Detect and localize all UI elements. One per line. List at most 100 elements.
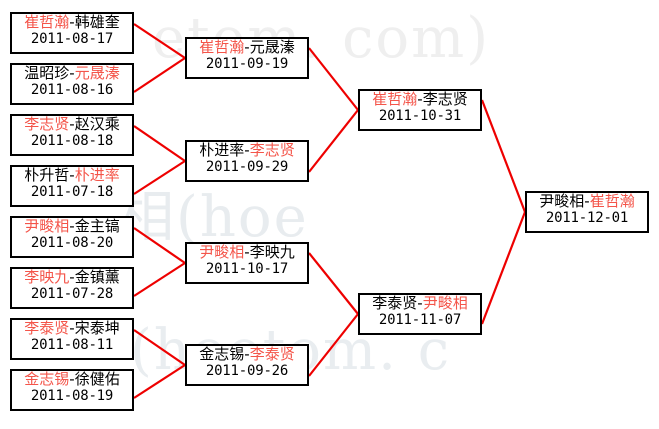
player-separator: - — [69, 370, 75, 388]
connector-line — [133, 262, 186, 297]
player-right: 赵汉乘 — [74, 115, 120, 133]
player-left: 尹畯相 — [24, 217, 70, 235]
player-right: 韩雄奎 — [74, 13, 120, 31]
match-date: 2011-08-19 — [30, 387, 114, 404]
player-right: 金镇薰 — [74, 268, 120, 286]
player-left: 尹畯相 — [199, 243, 245, 261]
player-separator: - — [244, 345, 250, 363]
player-left: 金志锡 — [199, 345, 245, 363]
player-separator: - — [69, 268, 75, 286]
player-left: 李映九 — [24, 268, 70, 286]
player-right: 金主镐 — [74, 217, 120, 235]
player-right: 尹畯相 — [422, 294, 468, 312]
connector-line — [133, 364, 186, 399]
player-right: 元晟溱 — [249, 38, 295, 56]
watermark-text-2: 相(hoe — [118, 185, 309, 250]
player-right: 朴进率 — [74, 166, 120, 184]
connector-line — [133, 23, 186, 59]
player-right: 李志贤 — [249, 141, 295, 159]
player-left: 崔哲瀚 — [372, 90, 418, 108]
player-separator: - — [69, 64, 75, 82]
match-players: 李志贤-赵汉乘 — [14, 115, 130, 133]
player-left: 李志贤 — [24, 115, 70, 133]
match-date: 2011-09-29 — [205, 158, 289, 175]
player-separator: - — [244, 243, 250, 261]
player-left: 崔哲瀚 — [24, 13, 70, 31]
match-date: 2011-08-11 — [30, 336, 114, 353]
connector-line — [133, 329, 186, 366]
connector-line — [308, 313, 359, 377]
match-date: 2011-10-31 — [378, 107, 462, 124]
player-separator: - — [584, 192, 590, 210]
connector-line — [308, 252, 359, 315]
match-players: 李泰贤-尹畯相 — [362, 294, 478, 312]
match-date: 2011-09-19 — [205, 55, 289, 72]
connector-line — [133, 227, 186, 264]
player-left: 尹畯相 — [539, 192, 585, 210]
match-date: 2011-08-18 — [30, 132, 114, 149]
connector-line — [308, 47, 359, 111]
player-left: 李泰贤 — [24, 319, 70, 337]
match-players: 朴进率-李志贤 — [189, 141, 305, 159]
player-separator: - — [69, 166, 75, 184]
match-date: 2011-10-17 — [205, 260, 289, 277]
match-date: 2011-07-18 — [30, 183, 114, 200]
player-separator: - — [69, 115, 75, 133]
player-right: 徐健佑 — [74, 370, 120, 388]
match-players: 崔哲瀚-韩雄奎 — [14, 13, 130, 31]
match-players: 崔哲瀚-元晟溱 — [189, 38, 305, 56]
player-separator: - — [417, 90, 423, 108]
match-players: 尹畯相-金主镐 — [14, 217, 130, 235]
connector-line — [133, 57, 186, 93]
player-right: 宋泰坤 — [74, 319, 120, 337]
match-date: 2011-12-01 — [545, 209, 629, 226]
player-left: 朴进率 — [199, 141, 245, 159]
player-separator: - — [69, 319, 75, 337]
player-right: 崔哲瀚 — [589, 192, 635, 210]
match-players: 金志锡-徐健佑 — [14, 370, 130, 388]
player-separator: - — [69, 217, 75, 235]
match-players: 金志锡-李泰贤 — [189, 345, 305, 363]
match-players: 李映九-金镇薰 — [14, 268, 130, 286]
connector-line — [308, 109, 359, 173]
match-date: 2011-08-16 — [30, 81, 114, 98]
match-date: 2011-08-17 — [30, 30, 114, 47]
player-right: 元晟溱 — [74, 64, 120, 82]
match-date: 2011-08-20 — [30, 234, 114, 251]
player-left: 温昭珍 — [24, 64, 70, 82]
player-left: 金志锡 — [24, 370, 70, 388]
match-players: 尹畯相-李映九 — [189, 243, 305, 261]
match-players: 崔哲瀚-李志贤 — [362, 90, 478, 108]
player-separator: - — [244, 141, 250, 159]
match-date: 2011-07-28 — [30, 285, 114, 302]
match-players: 李泰贤-宋泰坤 — [14, 319, 130, 337]
player-left: 崔哲瀚 — [199, 38, 245, 56]
player-right: 李志贤 — [422, 90, 468, 108]
connector-line — [133, 125, 186, 162]
match-players: 尹畯相-崔哲瀚 — [529, 192, 645, 210]
connector-line — [480, 99, 527, 213]
player-left: 朴升哲 — [24, 166, 70, 184]
match-players: 温昭珍-元晟溱 — [14, 64, 130, 82]
player-separator: - — [417, 294, 423, 312]
connector-line — [480, 211, 527, 325]
player-left: 李泰贤 — [372, 294, 418, 312]
player-separator: - — [244, 38, 250, 56]
player-separator: - — [69, 13, 75, 31]
